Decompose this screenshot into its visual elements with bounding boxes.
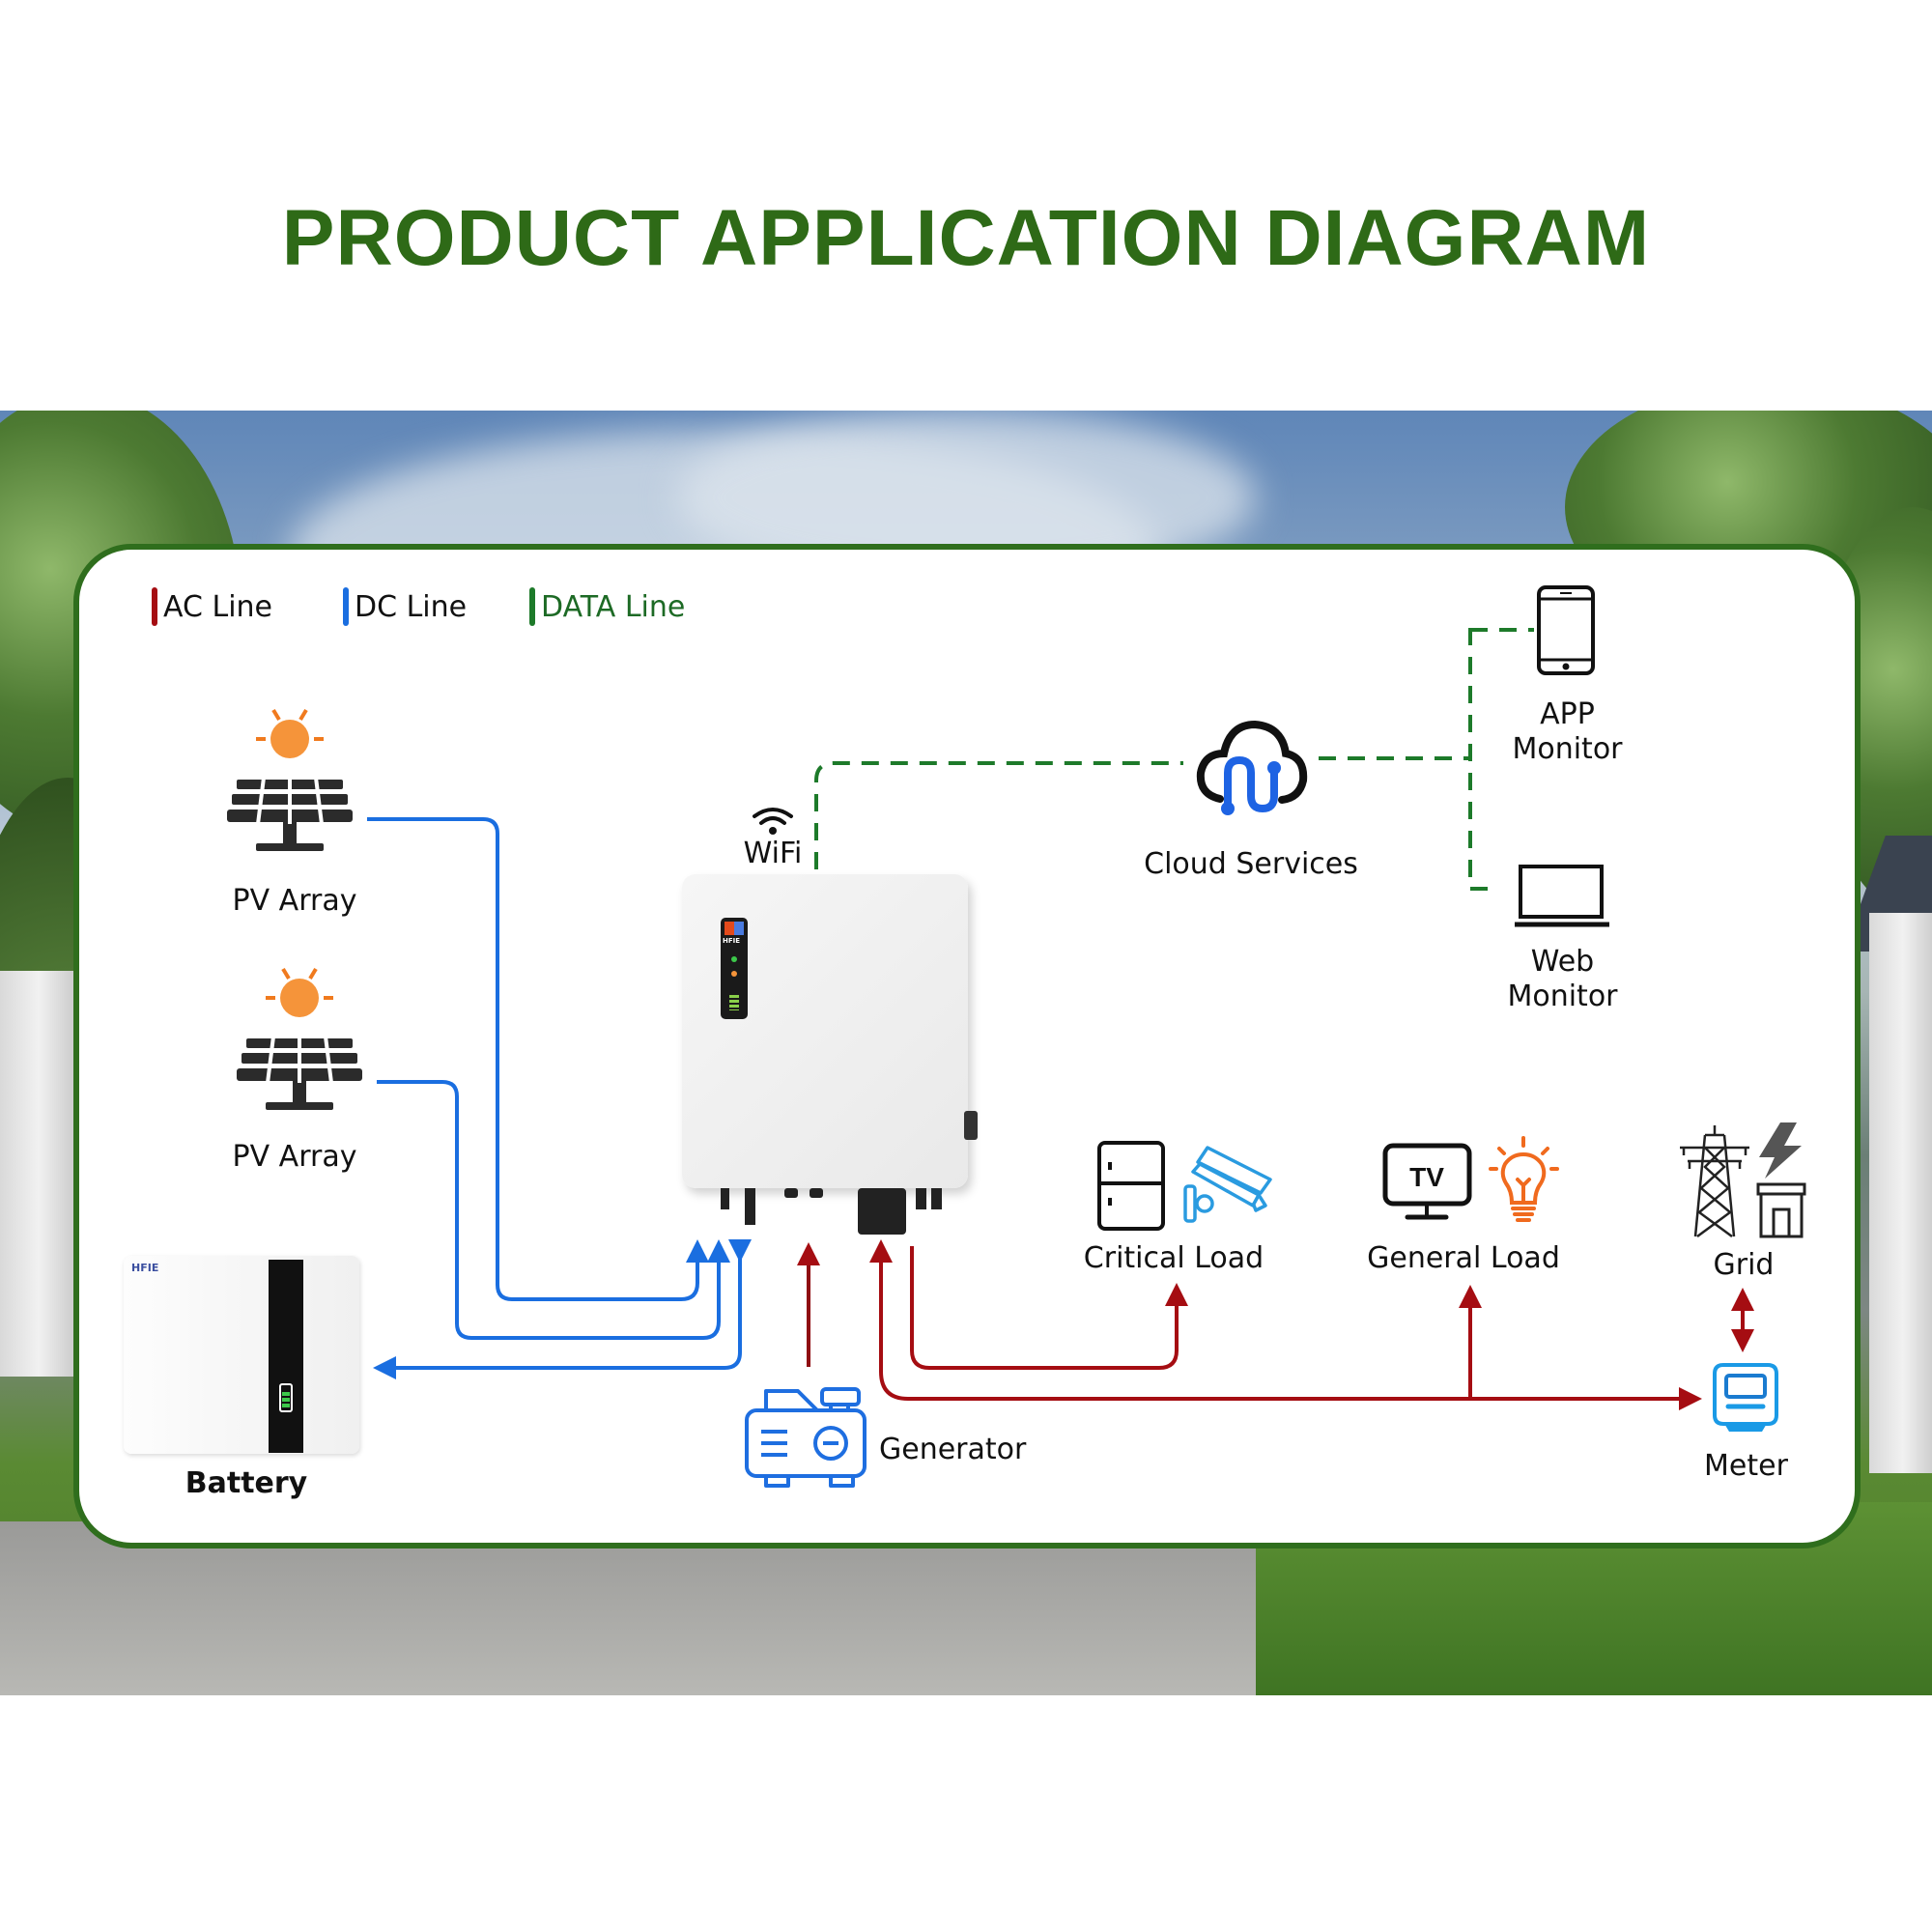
data-line-swatch (529, 587, 535, 626)
generator-icon (742, 1381, 867, 1492)
laptop-icon (1512, 863, 1612, 930)
battery-display-strip (269, 1260, 303, 1453)
solar-panel-icon (237, 967, 362, 1110)
app-monitor-label: APP Monitor (1512, 697, 1623, 766)
inverter-logo (724, 922, 744, 935)
legend-label: AC Line (163, 589, 272, 624)
smartphone-icon (1536, 584, 1596, 676)
tv-text: TV (1409, 1162, 1444, 1192)
wifi-label: WiFi (743, 837, 803, 870)
critical-load-label: Critical Load (1083, 1241, 1264, 1275)
wifi-icon (749, 805, 797, 838)
web-monitor-label: Web Monitor (1507, 945, 1618, 1013)
inverter-side-switch (964, 1111, 978, 1140)
tv-icon: TV (1381, 1142, 1473, 1224)
legend-label: DC Line (355, 589, 468, 624)
power-tower-icon (1680, 1125, 1749, 1238)
pv-array-2-label: PV Array (232, 1140, 357, 1174)
battery-level-icon (279, 1383, 293, 1412)
pv-array-1-label: PV Array (232, 884, 357, 918)
cctv-camera-icon (1183, 1143, 1275, 1225)
grid-icon (1676, 1121, 1811, 1241)
pv-array-2 (227, 959, 372, 1119)
meter-label: Meter (1704, 1449, 1788, 1483)
legend-dc-line: DC Line (343, 587, 467, 626)
legend-ac-line: AC Line (152, 587, 272, 626)
cloud-services-label: Cloud Services (1144, 847, 1358, 881)
status-led-green (731, 956, 737, 962)
inverter-display: HFIE (721, 918, 748, 1019)
inverter-brand: HFIE (723, 937, 741, 945)
battery-label: Battery (185, 1466, 308, 1500)
legend-label: DATA Line (541, 589, 686, 624)
legend-data-line: DATA Line (529, 587, 685, 626)
battery-brand-logo: HFIE (131, 1262, 159, 1274)
battery-level-leds (729, 995, 739, 1010)
light-bulb-icon (1488, 1135, 1560, 1227)
cloud-icon (1193, 717, 1309, 823)
ac-line-swatch (152, 587, 157, 626)
dc-line-swatch (343, 587, 349, 626)
pv-array-1 (217, 700, 362, 860)
general-load-label: General Load (1367, 1241, 1560, 1275)
substation-icon (1756, 1182, 1806, 1238)
lightning-icon (1759, 1122, 1802, 1179)
page-title: PRODUCT APPLICATION DIAGRAM (281, 194, 1651, 282)
battery: HFIE (124, 1256, 359, 1454)
grid-label: Grid (1713, 1248, 1775, 1282)
inverter: HFIE (682, 874, 968, 1188)
solar-panel-icon (227, 708, 353, 851)
status-led-orange (731, 971, 737, 977)
generator-label: Generator (879, 1433, 1027, 1466)
meter-icon (1712, 1362, 1779, 1435)
fridge-icon (1096, 1140, 1166, 1232)
